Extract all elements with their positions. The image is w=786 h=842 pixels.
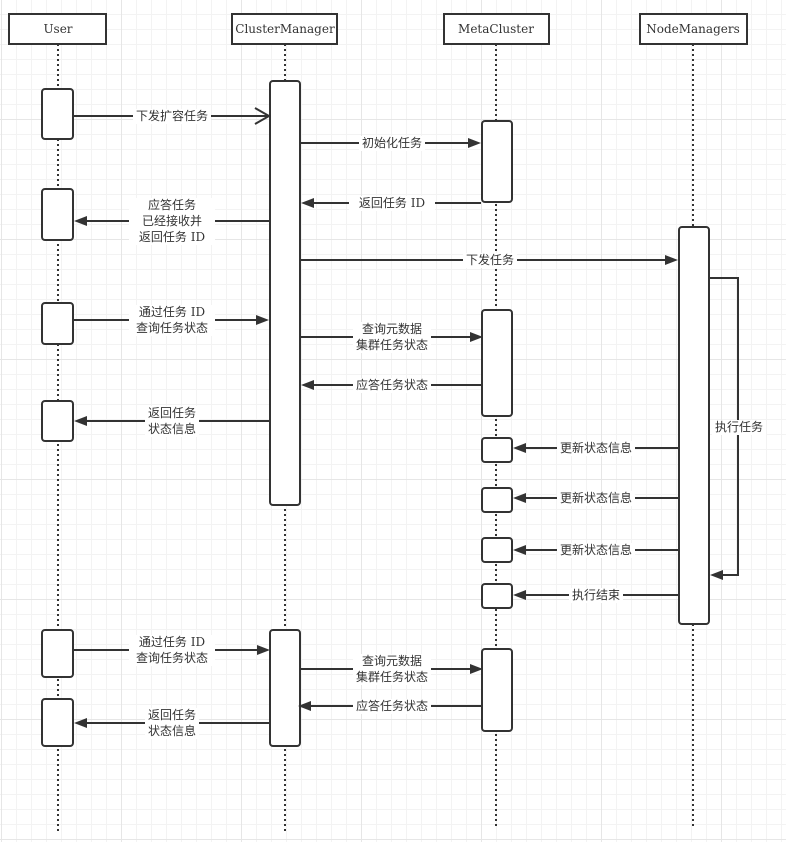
message-4-label: 已经接收并 (142, 213, 202, 228)
message-16-arrowhead (470, 664, 483, 674)
message-11-label-bg (557, 441, 635, 456)
message-18-label-bg (145, 708, 199, 739)
message-3-label-bg (349, 196, 435, 211)
message-12-label-bg (557, 491, 635, 506)
participant-box-nm (639, 13, 748, 45)
message-16-label: 查询元数据 (362, 653, 422, 668)
participant-label-user: User (43, 22, 72, 36)
activation-box-user (41, 698, 74, 747)
participant-box-meta (443, 13, 550, 45)
message-9-label: 返回任务 (148, 405, 196, 420)
message-1-arrowhead (254, 107, 272, 125)
message-7-label: 查询元数据 (362, 321, 422, 336)
activation-box-meta (481, 583, 513, 609)
message-6-label-bg (129, 305, 215, 336)
message-1-label: 下发扩容任务 (136, 108, 208, 123)
participant-box-cm (231, 13, 338, 45)
message-9-label: 状态信息 (148, 421, 196, 436)
activation-box-cm (269, 629, 301, 747)
activation-box-meta (481, 648, 513, 732)
activation-box-meta (481, 487, 513, 513)
message-14-arrowhead (513, 590, 526, 600)
message-15-label-bg (129, 635, 215, 666)
participant-label-meta: MetaCluster (458, 22, 534, 36)
message-9-label-bg (145, 406, 199, 437)
message-7-arrowhead (470, 332, 483, 342)
message-2-arrowhead (468, 138, 481, 148)
message-7-label-bg (353, 322, 431, 353)
message-1-label-bg (133, 109, 211, 124)
message-9-arrowhead (74, 416, 87, 426)
activation-box-meta (481, 437, 513, 463)
activation-box-meta (481, 120, 513, 203)
message-15-label: 通过任务 ID (139, 634, 205, 649)
message-2-label: 初始化任务 (362, 135, 422, 150)
message-4-label: 返回任务 ID (139, 229, 205, 244)
message-3-arrowhead (301, 198, 314, 208)
message-3-label: 返回任务 ID (359, 195, 425, 210)
message-12-arrowhead (513, 493, 526, 503)
message-6-label: 查询任务状态 (136, 320, 208, 335)
message-6-arrowhead (256, 315, 269, 325)
message-17-label-bg (353, 699, 431, 714)
message-7-label: 集群任务状态 (356, 337, 428, 352)
message-11-label: 更新状态信息 (560, 440, 632, 455)
message-15-arrowhead (257, 645, 270, 655)
message-11-arrowhead (513, 443, 526, 453)
activation-box-nm (678, 226, 710, 625)
message-18-label: 返回任务 (148, 707, 196, 722)
activation-box-meta (481, 309, 513, 417)
message-10-label: 执行任务 (715, 419, 763, 434)
message-13-label: 更新状态信息 (560, 542, 632, 557)
message-17-arrowhead (298, 701, 311, 711)
message-14-label: 执行结束 (572, 588, 620, 602)
message-16-label-bg (353, 654, 431, 685)
activation-box-user (41, 629, 74, 678)
message-8-label-bg (353, 378, 431, 393)
message-4-arrowhead (74, 216, 87, 226)
message-10-label-bg (712, 420, 766, 435)
message-15-label: 查询任务状态 (136, 650, 208, 665)
participant-label-cm: ClusterManager (235, 22, 335, 36)
participant-label-nm: NodeManagers (646, 22, 740, 36)
message-14-label-bg (569, 588, 623, 603)
message-4-label: 应答任务 (148, 197, 196, 212)
message-10-arrowhead (710, 570, 723, 580)
message-13-label-bg (557, 543, 635, 558)
activation-box-cm (269, 80, 301, 506)
message-8-arrowhead (301, 380, 314, 390)
message-18-arrowhead (74, 718, 87, 728)
message-18-label: 状态信息 (148, 723, 196, 738)
message-17-label: 应答任务状态 (356, 698, 428, 713)
activation-box-user (41, 88, 74, 140)
message-5-label-bg (463, 253, 517, 268)
message-5-arrowhead (665, 255, 678, 265)
message-4-label-bg (129, 198, 215, 245)
message-6-label: 通过任务 ID (139, 304, 205, 319)
message-5-label: 下发任务 (466, 252, 514, 267)
activation-box-user (41, 400, 74, 442)
message-13-arrowhead (513, 545, 526, 555)
message-16-label: 集群任务状态 (356, 669, 428, 684)
activation-box-user (41, 188, 74, 241)
participant-box-user (8, 13, 107, 45)
activation-box-meta (481, 537, 513, 563)
message-8-label: 应答任务状态 (356, 377, 428, 392)
activation-box-user (41, 302, 74, 345)
message-2-label-bg (359, 136, 425, 151)
message-12-label: 更新状态信息 (560, 490, 632, 505)
